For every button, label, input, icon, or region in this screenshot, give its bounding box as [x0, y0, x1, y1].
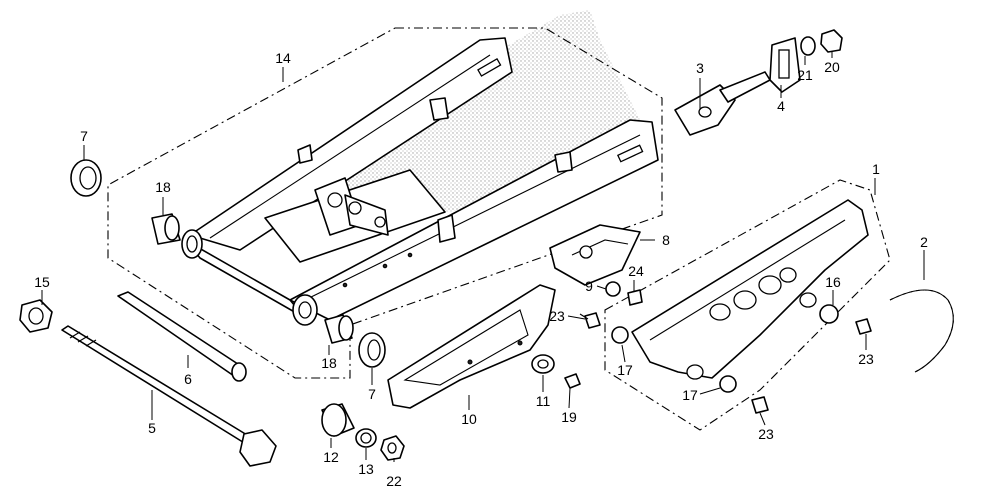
swingarm-group-outline: [107, 27, 663, 379]
drive-chain[interactable]: [889, 289, 954, 373]
callout-18b: 18: [321, 355, 337, 371]
callout-16: 16: [825, 274, 841, 290]
chain-guide-plate[interactable]: [549, 224, 641, 286]
callout-6: 6: [184, 371, 192, 387]
bolt-23-bottom[interactable]: [751, 396, 769, 414]
callout-14: 14: [275, 50, 291, 66]
chain-slider[interactable]: [387, 284, 556, 409]
bushing-right[interactable]: [324, 314, 354, 344]
pivot-nut[interactable]: [19, 299, 53, 333]
screw-24[interactable]: [627, 289, 643, 306]
collar-bolt[interactable]: [355, 428, 377, 448]
callout-21: 21: [797, 67, 813, 83]
grommet-16[interactable]: [819, 304, 839, 324]
oil-seal-left[interactable]: [70, 159, 102, 197]
bolt-23-mid[interactable]: [579, 312, 601, 329]
callout-23c: 23: [758, 426, 774, 442]
callout-15: 15: [34, 274, 50, 290]
callout-7b: 7: [368, 386, 376, 402]
callout-3: 3: [696, 60, 704, 76]
grommet-17a[interactable]: [611, 326, 629, 344]
callout-2: 2: [920, 234, 928, 250]
callout-13: 13: [358, 461, 374, 477]
callout-11: 11: [536, 393, 551, 409]
callout-20: 20: [824, 59, 840, 75]
callout-17b: 17: [682, 387, 698, 403]
pivot-collar[interactable]: [117, 291, 247, 382]
grommet-17b[interactable]: [719, 375, 737, 393]
callout-12: 12: [323, 449, 339, 465]
adjuster-plate[interactable]: [769, 37, 801, 93]
callout-9: 9: [585, 278, 593, 294]
callout-23a: 23: [549, 308, 565, 324]
nut-22[interactable]: [380, 435, 405, 461]
callout-22: 22: [386, 473, 402, 489]
callout-8: 8: [662, 232, 670, 248]
swingarm[interactable]: [181, 37, 659, 326]
callout-1: 1: [872, 161, 880, 177]
callout-18a: 18: [155, 179, 171, 195]
chaincase-group-outline: [604, 179, 891, 431]
callout-23b: 23: [858, 351, 874, 367]
screw-19[interactable]: [564, 373, 581, 389]
washer-21[interactable]: [800, 36, 816, 56]
chain-adjuster[interactable]: [674, 71, 771, 136]
callout-17a: 17: [617, 362, 633, 378]
oil-seal-right[interactable]: [358, 332, 386, 368]
washer-11[interactable]: [531, 354, 555, 374]
collar[interactable]: [321, 403, 355, 437]
callout-5: 5: [148, 420, 156, 436]
pivot-bolt[interactable]: [61, 325, 277, 467]
bushing-left[interactable]: [151, 213, 181, 245]
callout-19: 19: [561, 409, 577, 425]
callout-4: 4: [777, 98, 785, 114]
nut-20[interactable]: [820, 29, 843, 53]
bolt-23-right[interactable]: [855, 318, 872, 335]
callout-24: 24: [628, 263, 644, 279]
drive-chain-case[interactable]: [631, 199, 869, 380]
callout-7a: 7: [80, 128, 88, 144]
leader-lines: [41, 52, 925, 462]
callout-10: 10: [461, 411, 477, 427]
washer-9[interactable]: [605, 281, 621, 297]
